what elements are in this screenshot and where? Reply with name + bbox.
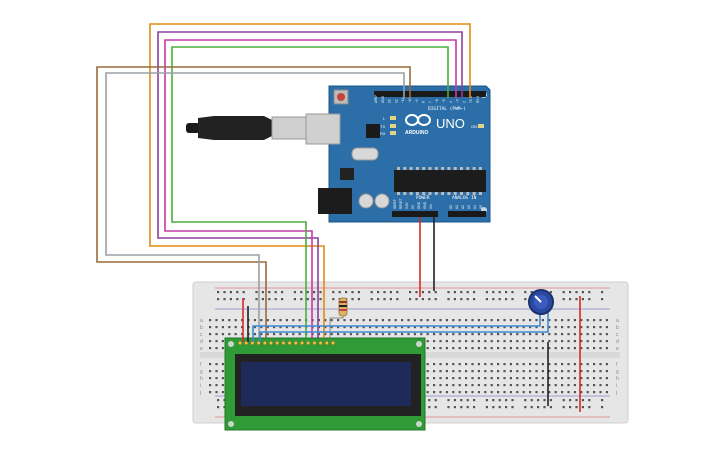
row-letter: i — [616, 383, 617, 389]
led-label: TX — [380, 124, 385, 129]
digital-pin-label: 7 — [428, 101, 432, 103]
digital-pin-label: 2 — [462, 101, 466, 103]
wire-gray[interactable] — [105, 72, 405, 338]
digital-pin-label: 12 — [394, 99, 398, 103]
row-letter: d — [616, 339, 619, 345]
digital-pin-label: ~10 — [408, 97, 412, 103]
status-leds: L TX RX — [380, 116, 396, 136]
wire-green[interactable] — [171, 46, 449, 338]
analog-pin-label: A4 — [473, 205, 477, 209]
digital-pin-label: 13 — [388, 99, 392, 103]
analog-pin-label: A1 — [455, 205, 459, 209]
row-letter: a — [616, 318, 619, 324]
digital-pin-label: AREF — [374, 94, 378, 103]
row-letter: e — [616, 346, 619, 352]
breadboard-row-letters-top: a b c d e a b c d e — [200, 318, 619, 352]
row-letter: g — [200, 369, 203, 375]
potentiometer-icon[interactable] — [528, 289, 554, 315]
digital-pin-label: 4 — [449, 101, 453, 103]
power-pin-label: 5V — [411, 204, 415, 209]
row-letter: f — [616, 362, 618, 368]
analog-pin-label: A2 — [461, 205, 465, 209]
row-letter: e — [200, 346, 203, 352]
on-label: ON — [471, 124, 477, 129]
lcd-screen — [241, 362, 411, 406]
row-letter: d — [200, 339, 203, 345]
digital-pin-label: GND — [381, 95, 385, 103]
atmega-chip — [394, 170, 486, 192]
wire-magenta[interactable] — [164, 39, 457, 338]
row-letter: a — [200, 318, 203, 324]
lcd-display[interactable] — [224, 337, 426, 431]
row-letter: g — [616, 369, 619, 375]
wire-blue-2[interactable] — [259, 312, 549, 342]
row-letter: j — [199, 390, 201, 396]
analog-header[interactable] — [448, 211, 486, 217]
digital-pin-label: ~9 — [415, 99, 419, 103]
digital-pin-label: ~3 — [456, 99, 460, 103]
analog-label: ANALOG IN — [452, 195, 477, 201]
digital-pin-label: ~6 — [435, 99, 439, 103]
resistor-icon[interactable] — [338, 297, 348, 317]
power-pin-label: IOREF — [393, 199, 397, 209]
wire-blue[interactable] — [252, 312, 541, 342]
digital-pin-label: ~5 — [442, 99, 446, 103]
breadboard-row-letters-bottom: f g h i j f g h i j — [199, 362, 619, 396]
infinity-logo-icon — [405, 114, 431, 126]
power-pin-label: GND — [417, 201, 421, 209]
usb-cable-icon[interactable] — [186, 116, 307, 140]
row-letter: c — [200, 332, 203, 338]
analog-pin-label: A0 — [449, 205, 453, 209]
digital-label: DIGITAL (PWM~) — [428, 106, 466, 112]
wire-orange[interactable] — [149, 23, 471, 338]
row-letter: b — [616, 325, 619, 331]
digital-pin-label: TX 1 — [469, 96, 473, 103]
digital-pin-label: RX 0 — [476, 96, 480, 103]
row-letter: h — [616, 376, 619, 382]
wire-brown[interactable] — [96, 66, 411, 338]
power-pin-label: 3.3V — [405, 202, 409, 209]
power-pin-label: RESET — [399, 198, 403, 209]
led-label: L — [383, 116, 386, 121]
dc-jack — [318, 188, 352, 214]
usb-jack — [305, 113, 341, 145]
digital-header[interactable] — [374, 91, 486, 97]
power-pin-label: GND — [423, 201, 427, 209]
analog-pin-label: A3 — [467, 205, 471, 209]
row-letter: f — [200, 362, 202, 368]
led-label: RX — [380, 131, 386, 136]
row-letter: h — [200, 376, 203, 382]
row-letter: b — [200, 325, 203, 331]
row-letter: c — [616, 332, 619, 338]
wire-purple[interactable] — [157, 31, 463, 338]
power-label: POWER — [416, 195, 430, 201]
power-header[interactable] — [392, 211, 438, 217]
reset-button-icon[interactable] — [333, 89, 349, 105]
board-model: UNO — [436, 116, 465, 131]
power-pin-label: Vin — [429, 204, 433, 209]
wires — [96, 23, 581, 412]
analog-pin-label: A5 — [479, 205, 483, 209]
digital-pin-label: ~11 — [401, 98, 405, 103]
digital-pin-label: 8 — [422, 101, 426, 103]
row-letter: j — [615, 390, 617, 396]
arduino-logo-text: ARDUINO — [405, 130, 428, 136]
row-letter: i — [200, 383, 201, 389]
